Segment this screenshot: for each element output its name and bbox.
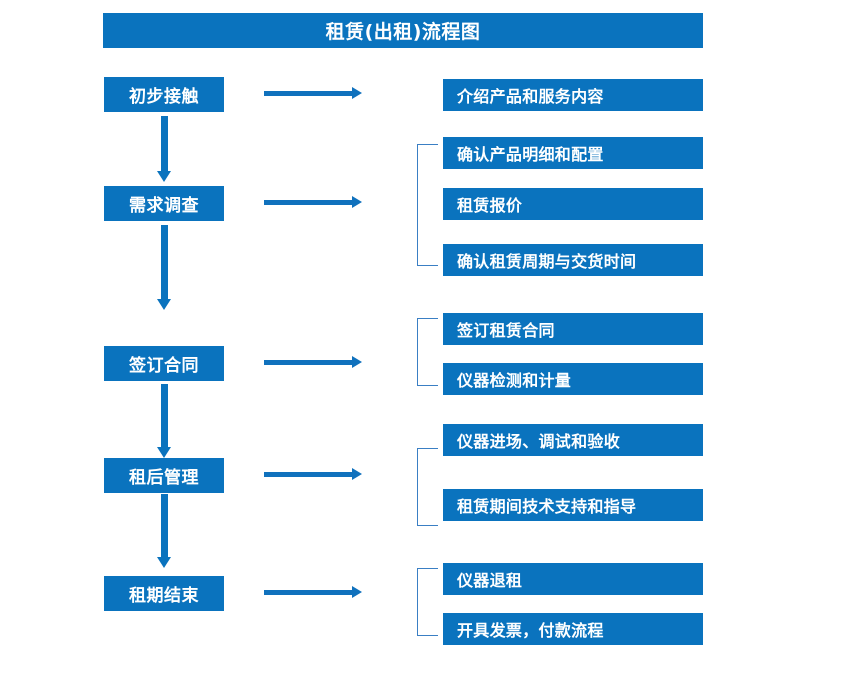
arrow-stage-to-details-1: [264, 87, 362, 99]
stage-box-needs-survey[interactable]: 需求调查: [104, 186, 224, 221]
arrow-head: [157, 557, 171, 568]
arrow-shaft: [161, 116, 168, 171]
arrow-shaft: [161, 384, 168, 447]
detail-box-invoice-payment[interactable]: 开具发票，付款流程: [443, 613, 703, 645]
stage-box-lease-end[interactable]: 租期结束: [104, 576, 224, 611]
detail-box-instrument-onsite-commissioning[interactable]: 仪器进场、调试和验收: [443, 424, 703, 456]
detail-box-instrument-inspection[interactable]: 仪器检测和计量: [443, 363, 703, 395]
bracket-connector-post-rental: [417, 448, 438, 526]
stage-box-initial-contact[interactable]: 初步接触: [104, 77, 224, 112]
arrow-head: [157, 299, 171, 310]
arrow-head: [352, 196, 362, 208]
bracket-connector-needs-survey: [417, 144, 438, 266]
arrow-stage-to-details-4: [264, 468, 362, 480]
arrow-shaft: [264, 360, 352, 365]
arrow-shaft: [161, 494, 168, 557]
arrow-head: [157, 447, 171, 458]
diagram-title: 租赁(出租)流程图: [103, 13, 703, 48]
arrow-stage2-to-stage3: [157, 225, 171, 310]
arrow-shaft: [264, 472, 352, 477]
arrow-stage1-to-stage2: [157, 116, 171, 182]
detail-box-intro-products[interactable]: 介绍产品和服务内容: [443, 79, 703, 111]
arrow-stage-to-details-3: [264, 356, 362, 368]
arrow-shaft: [264, 200, 352, 205]
stage-box-sign-contract[interactable]: 签订合同: [104, 346, 224, 381]
arrow-stage3-to-stage4: [157, 384, 171, 458]
arrow-shaft: [264, 590, 352, 595]
stage-box-post-rental-management[interactable]: 租后管理: [104, 458, 224, 493]
arrow-shaft: [161, 225, 168, 299]
arrow-head: [352, 586, 362, 598]
bracket-connector-lease-end: [417, 568, 438, 636]
arrow-stage-to-details-5: [264, 586, 362, 598]
arrow-head: [352, 356, 362, 368]
detail-box-confirm-product-spec[interactable]: 确认产品明细和配置: [443, 137, 703, 169]
arrow-shaft: [264, 91, 352, 96]
detail-box-confirm-period-delivery[interactable]: 确认租赁周期与交货时间: [443, 244, 703, 276]
arrow-stage4-to-stage5: [157, 494, 171, 568]
arrow-head: [352, 87, 362, 99]
detail-box-sign-rental-contract[interactable]: 签订租赁合同: [443, 313, 703, 345]
detail-box-technical-support[interactable]: 租赁期间技术支持和指导: [443, 489, 703, 521]
arrow-head: [157, 171, 171, 182]
arrow-stage-to-details-2: [264, 196, 362, 208]
detail-box-instrument-return[interactable]: 仪器退租: [443, 563, 703, 595]
bracket-connector-sign-contract: [417, 318, 438, 386]
detail-box-rental-quotation[interactable]: 租赁报价: [443, 188, 703, 220]
arrow-head: [352, 468, 362, 480]
